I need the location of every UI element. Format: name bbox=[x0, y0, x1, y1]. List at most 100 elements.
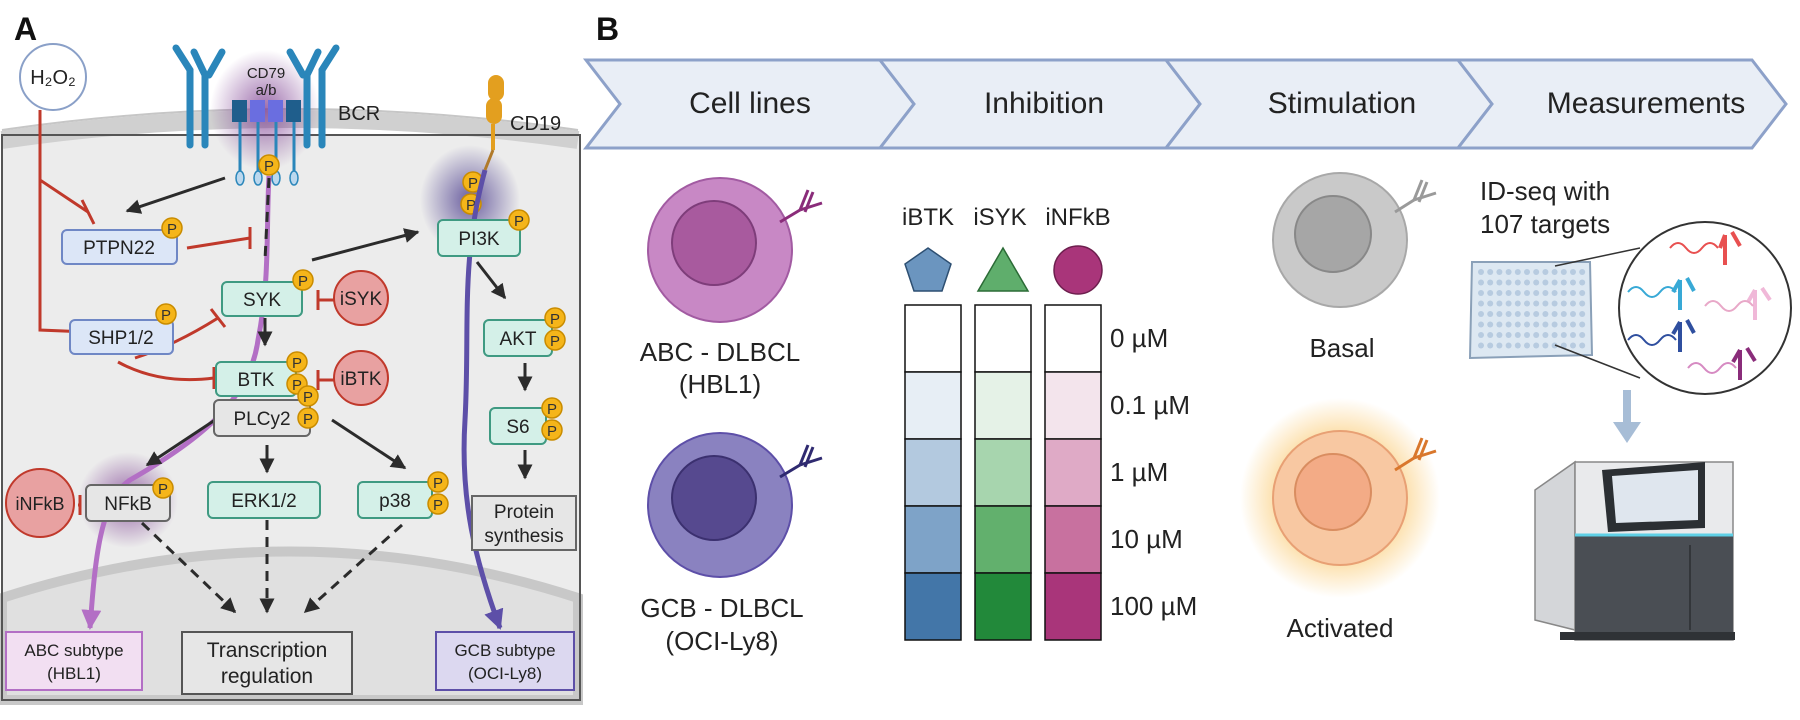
workflow-chevrons: Cell lines Inhibition Stimulation Measur… bbox=[582, 58, 1788, 150]
well bbox=[1570, 321, 1576, 328]
well bbox=[1542, 269, 1549, 275]
inhibitor-label-infkb: iNFkB bbox=[1045, 204, 1110, 231]
well bbox=[1505, 311, 1512, 317]
panel-a-label: A bbox=[14, 11, 37, 47]
svg-text:P: P bbox=[433, 475, 443, 492]
node-pi3k: PI3K P bbox=[437, 209, 530, 257]
well bbox=[1542, 311, 1549, 317]
well bbox=[1560, 300, 1567, 307]
gradient-column-isyk bbox=[974, 304, 1032, 641]
svg-text:P: P bbox=[547, 401, 557, 418]
well bbox=[1542, 290, 1549, 296]
panel-b-label: B bbox=[596, 11, 619, 47]
well bbox=[1570, 269, 1576, 275]
well bbox=[1570, 332, 1576, 338]
well bbox=[1514, 300, 1521, 307]
cell-abc: ABC - DLBCL (HBL1) bbox=[640, 177, 823, 399]
well bbox=[1478, 290, 1484, 296]
well bbox=[1570, 300, 1576, 307]
well bbox=[1579, 279, 1586, 286]
cell-gcb-line2: (OCI-Ly8) bbox=[665, 626, 778, 656]
well bbox=[1570, 311, 1576, 317]
node-plcy2: PLCy2 P P bbox=[213, 385, 319, 437]
gradient-cell bbox=[1044, 572, 1102, 641]
cd79-label-line1: CD79 bbox=[247, 65, 285, 82]
well bbox=[1487, 332, 1494, 338]
inhibitor-isyk: iSYK bbox=[333, 270, 389, 326]
well bbox=[1579, 290, 1586, 296]
well bbox=[1560, 321, 1567, 328]
svg-text:PTPN22: PTPN22 bbox=[83, 238, 155, 259]
svg-text:P: P bbox=[264, 158, 274, 175]
svg-text:p38: p38 bbox=[379, 491, 411, 512]
outcome-transcription: Transcription regulation bbox=[181, 631, 353, 695]
svg-text:ERK1/2: ERK1/2 bbox=[231, 491, 296, 512]
panel-a: A H₂O₂ bbox=[0, 11, 583, 705]
well bbox=[1570, 290, 1576, 296]
svg-text:Protein: Protein bbox=[494, 502, 554, 523]
cd79-label-line2: a/b bbox=[256, 82, 277, 99]
well bbox=[1496, 311, 1503, 317]
svg-text:P: P bbox=[514, 213, 524, 230]
well bbox=[1505, 300, 1512, 307]
node-p38: p38 P P bbox=[357, 471, 449, 519]
svg-text:PI3K: PI3K bbox=[458, 229, 500, 250]
well bbox=[1514, 332, 1521, 338]
well bbox=[1524, 300, 1530, 307]
svg-text:P: P bbox=[161, 307, 171, 324]
svg-text:iSYK: iSYK bbox=[340, 289, 383, 310]
infkb-circle-icon bbox=[1053, 245, 1103, 295]
node-syk: SYK P bbox=[221, 269, 314, 317]
gradient-cell bbox=[904, 438, 962, 507]
well bbox=[1496, 290, 1503, 296]
concentration-columns bbox=[904, 304, 1102, 641]
svg-text:P: P bbox=[167, 221, 177, 238]
well bbox=[1560, 290, 1567, 296]
concentration-label: 1 µM bbox=[1110, 457, 1168, 487]
well bbox=[1478, 321, 1484, 328]
gradient-cell bbox=[974, 572, 1032, 641]
svg-text:SYK: SYK bbox=[243, 290, 281, 311]
well bbox=[1514, 342, 1521, 349]
well bbox=[1533, 332, 1540, 338]
well bbox=[1524, 332, 1530, 338]
well bbox=[1514, 279, 1521, 286]
well bbox=[1533, 311, 1540, 317]
node-nfkb: NFkB P bbox=[85, 477, 174, 522]
inhibitor-label-isyk: iSYK bbox=[973, 204, 1026, 231]
h2o2-molecule bbox=[19, 43, 87, 111]
well bbox=[1560, 311, 1567, 317]
well bbox=[1560, 342, 1567, 349]
well bbox=[1487, 290, 1494, 296]
node-erk: ERK1/2 bbox=[207, 481, 321, 519]
svg-text:P: P bbox=[158, 481, 168, 498]
svg-text:Transcription: Transcription bbox=[207, 639, 328, 662]
svg-text:P: P bbox=[292, 355, 302, 372]
concentration-label: 100 µM bbox=[1110, 591, 1197, 621]
svg-text:GCB subtype: GCB subtype bbox=[454, 641, 555, 660]
svg-text:PLCy2: PLCy2 bbox=[233, 409, 290, 430]
svg-text:regulation: regulation bbox=[221, 665, 313, 688]
well bbox=[1524, 279, 1530, 286]
cell-gcb: GCB - DLBCL (OCI-Ly8) bbox=[640, 432, 823, 656]
well bbox=[1551, 269, 1558, 275]
cell-abc-line2: (HBL1) bbox=[679, 369, 761, 399]
svg-text:BTK: BTK bbox=[238, 370, 275, 391]
well bbox=[1514, 290, 1521, 296]
svg-text:P: P bbox=[303, 389, 313, 406]
well bbox=[1496, 342, 1503, 349]
antibody-icon bbox=[1671, 319, 1696, 352]
svg-text:P: P bbox=[298, 273, 308, 290]
svg-text:P: P bbox=[433, 497, 443, 514]
gradient-cell bbox=[1044, 505, 1102, 574]
well bbox=[1533, 300, 1540, 307]
signal-arrows bbox=[125, 176, 533, 480]
dashed-arrows bbox=[140, 177, 404, 614]
gradient-cell bbox=[974, 371, 1032, 440]
well bbox=[1551, 311, 1558, 317]
well bbox=[1579, 321, 1586, 328]
activated-label: Activated bbox=[1287, 613, 1394, 643]
inhibitor-infkb: iNFkB bbox=[5, 468, 75, 538]
well bbox=[1551, 332, 1558, 338]
